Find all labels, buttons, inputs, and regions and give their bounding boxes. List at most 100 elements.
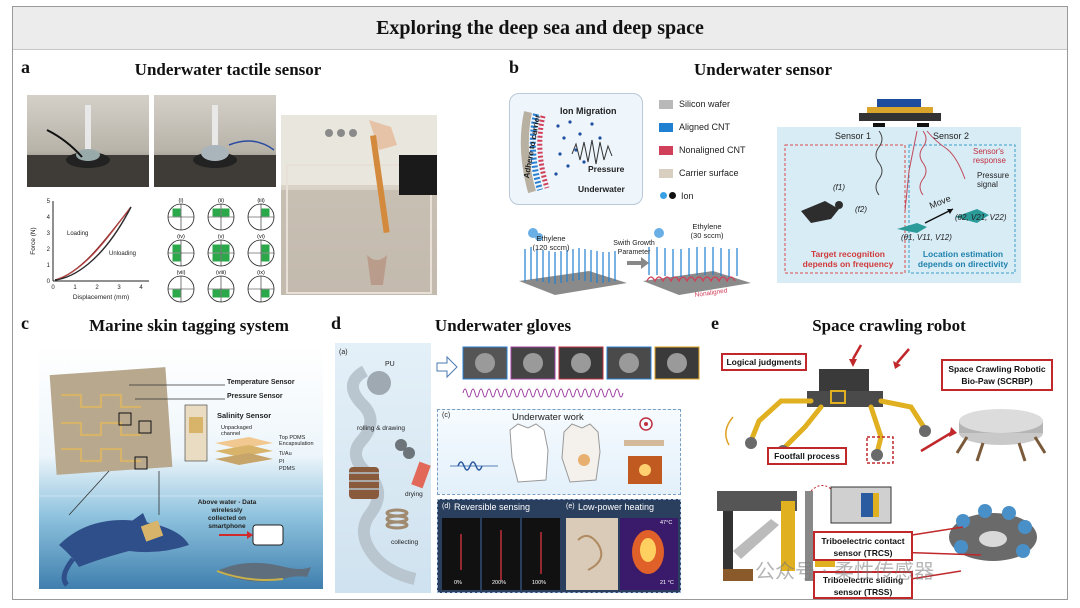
sensing-sublabel: (d) [442,503,451,510]
strain-100: 100% [532,580,547,586]
growth-right-gas: Ethylene [692,222,721,231]
ion-migration-label: Ion Migration [560,106,617,116]
f1-label: (f1) [833,183,845,192]
nonaligned-tag: Nonaligned [694,287,728,299]
ti-au-label: Ti/Au [279,451,292,457]
legend-item: Nonaligned CNT [659,145,746,155]
grid-contact-square [221,289,230,298]
grid-cell-label: (vi) [257,234,265,240]
f2-label: (f2) [855,205,867,214]
panel-e-label: e [711,313,719,333]
growth-left-gas: Ethylene [536,234,565,243]
pu-label: PU [385,361,395,368]
sensor-1-label: Sensor 1 [835,131,872,141]
legend-item: Ion [659,191,694,201]
loading-label: Loading [67,231,88,237]
pressure-sensor-label: Pressure Sensor [227,393,283,400]
pdms-label: PDMS [279,466,295,472]
figure-title-bar: Exploring the deep sea and deep space [13,7,1067,50]
legend-label: Aligned CNT [679,122,731,132]
sensing-heating-panel: (d) Reversible sensing (e) Low-power hea… [437,499,681,593]
legend-swatch [659,145,673,155]
watermark: 公众号 · 柔性传感器 [755,559,935,583]
legend-item: Aligned CNT [659,122,730,132]
ytick-5: 5 [47,199,51,205]
legend-label: Silicon wafer [679,99,731,109]
ytick-2: 2 [47,247,51,253]
temperature-sensor-label: Temperature Sensor [227,379,295,386]
pressure-label: Pressure [588,164,625,174]
contact-position-grid: (i)(ii)(iii)(iv)(v)(vi)(vii)(viii)(ix) [167,198,275,303]
underwater-work-sublabel: (c) [442,412,451,419]
panel-c-label: c [21,313,29,333]
growth-arrow-line1: Swith Growth [613,240,655,247]
panel-c-title: Marine skin tagging system [89,316,289,335]
xtick-0: 0 [51,285,55,291]
unloading-label: Unloading [109,251,136,257]
crawling-robot-illustration [717,344,1047,588]
figure-title: Exploring the deep sea and deep space [376,17,704,39]
grid-cell-label: (v) [218,234,225,240]
ion-migration-box: Ion Migration Adhere to carrier Pressure… [509,93,643,205]
cnt-growth-diagram: Ethylene (120 sccm) Swith Growth Paramet… [519,222,751,299]
rolling-label: rolling & drawing [357,425,406,432]
temp-low: 21 °C [660,580,674,586]
underwater-work-label: Underwater work [512,412,584,423]
grid-cell-label: (iii) [257,198,264,204]
grid-cell-label: (ix) [257,270,265,276]
collecting-label: collecting [391,539,419,546]
loading-curve [54,206,132,281]
panel-d-title: Underwater gloves [434,316,572,335]
legend-item: Silicon wafer [659,99,730,109]
grid-contact-square [261,289,270,298]
heating-sublabel: (e) [566,503,575,510]
grid-contact-square [212,253,221,262]
legend-swatch [659,192,676,200]
drying-label: drying [405,491,423,498]
ytick-1: 1 [47,263,51,269]
reversible-sensing-label: Reversible sensing [454,502,531,512]
grid-cell-label: (ii) [218,198,224,204]
grid-contact-square [172,289,181,298]
tactile-photo-2 [154,95,276,187]
legend-swatch [659,122,673,132]
pi-label: PI [279,459,285,465]
force-displacement-chart: 0 1 2 3 4 5 0 1 2 3 4 Displacement (mm) … [30,199,149,301]
grid-contact-square [212,244,221,253]
x-axis-label: Displacement (mm) [73,294,129,301]
grid-contact-square [172,208,181,217]
growth-arrow-line2: Parameter [618,249,651,256]
panel-d-label: d [331,313,342,333]
legend-item: Carrier surface [659,168,739,178]
grid-cell-label: (viii) [216,270,226,276]
grid-contact-square [261,208,270,217]
ytick-4: 4 [47,215,51,221]
theta1-label: (θ1, V11, V12) [901,233,952,242]
ytick-3: 3 [47,231,51,237]
grid-contact-square [221,208,230,217]
strain-200: 200% [492,580,507,586]
grid-contact-square [212,208,221,217]
xtick-4: 4 [139,285,143,291]
underwater-label: Underwater [578,184,625,194]
tactile-photo-1 [27,95,149,187]
grid-contact-square [261,244,270,253]
fabrication-sublabel: (a) [339,349,348,356]
panel-b-title: Underwater sensor [693,60,833,79]
panel-a-label: a [21,57,30,77]
legend-label: Nonaligned CNT [679,145,746,155]
grid-contact-square [212,289,221,298]
panel-b-label: b [509,57,520,77]
figure-frame: Exploring the deep sea and deep space a … [12,6,1068,600]
grid-contact-square [261,253,270,262]
fiber-fabrication-process: (a) PU rolling & drawing drying collecti… [335,343,431,593]
